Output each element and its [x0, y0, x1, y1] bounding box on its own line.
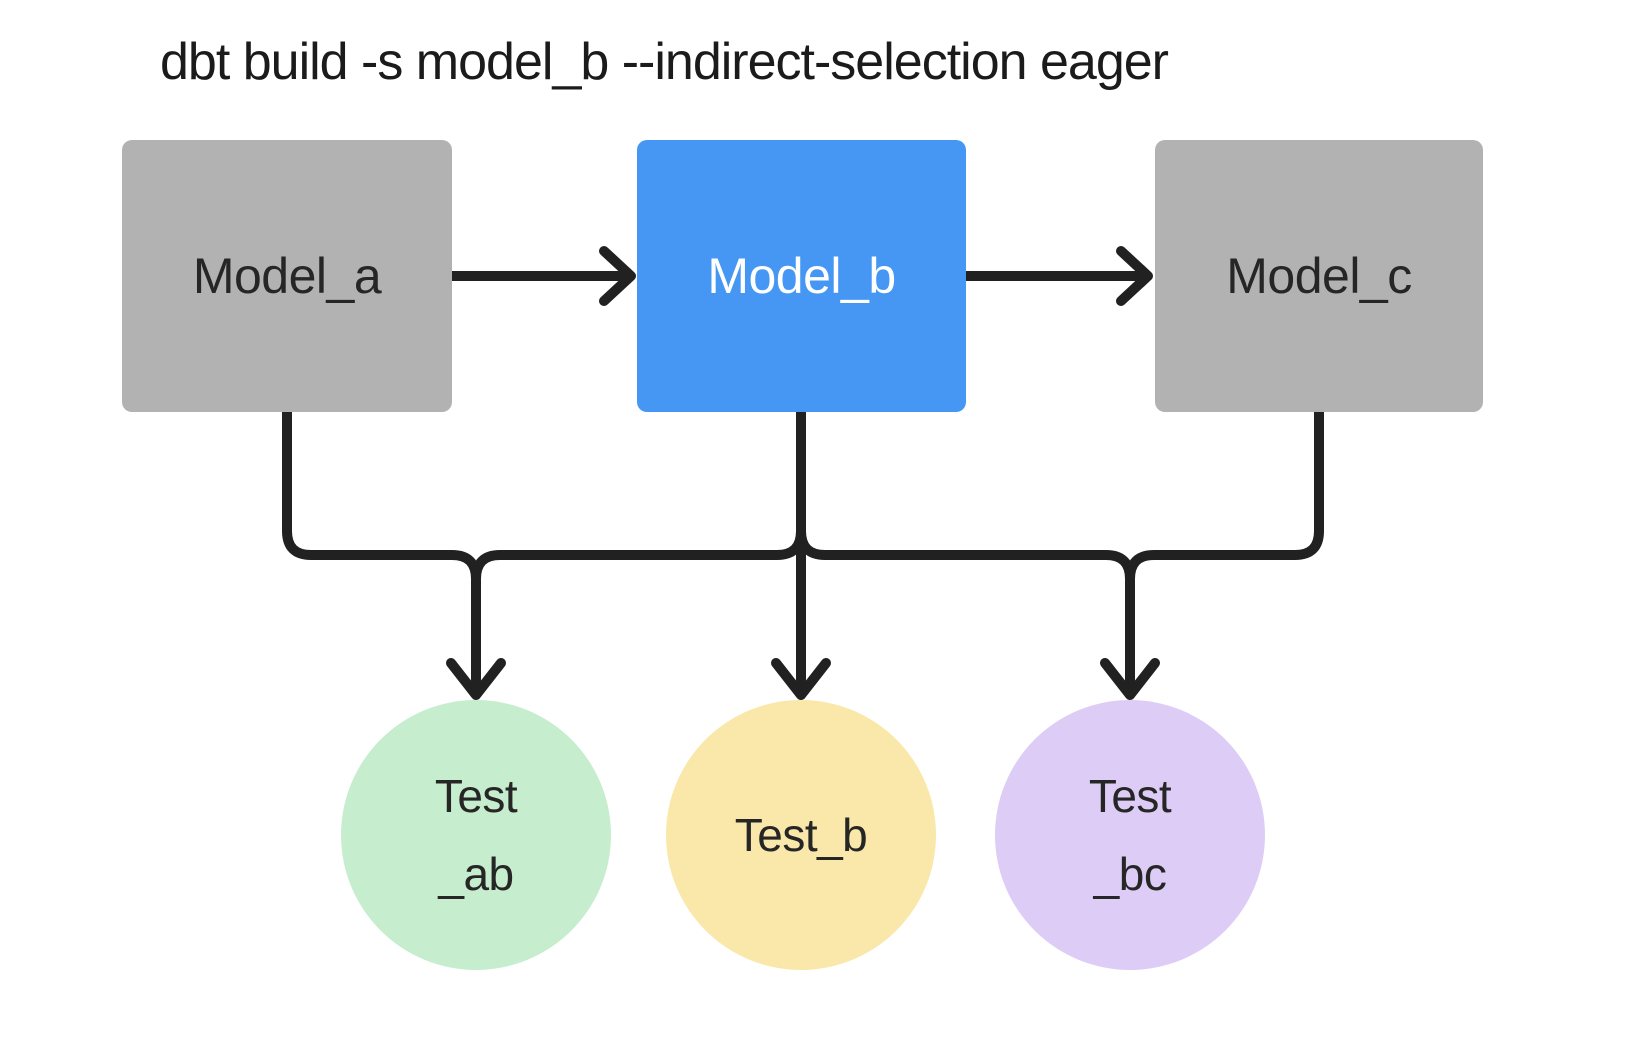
node-test-ab-label-line1: Test [434, 770, 518, 822]
node-test-bc-label-line1: Test [1088, 770, 1172, 822]
node-test-ab: Test _ab [341, 700, 611, 970]
edge-model-b-to-test-ab [471, 406, 806, 693]
node-test-ab-label-line2: _ab [438, 848, 514, 900]
node-model-a-label: Model_a [192, 248, 382, 304]
command-title: dbt build -s model_b --indirect-selectio… [160, 33, 1169, 91]
node-test-bc: Test _bc [995, 700, 1265, 970]
edge-model-a-to-test-ab [282, 406, 481, 693]
edge-model-b-to-test-bc [796, 406, 1135, 693]
arrowhead-test-ab-icon [446, 658, 506, 700]
node-test-b-label-line1: Test_b [734, 809, 868, 861]
node-test-b: Test_b [666, 700, 936, 970]
edge-model-c-to-test-bc [1125, 406, 1324, 693]
arrowhead-model-b-icon [599, 246, 636, 306]
node-test-bc-label-line2: _bc [1093, 848, 1167, 900]
node-model-c-label: Model_c [1226, 248, 1412, 304]
arrowhead-model-c-icon [1116, 246, 1153, 306]
node-model-b-selected: Model_b [637, 140, 966, 412]
arrowhead-test-bc-icon [1100, 658, 1160, 700]
node-model-a: Model_a [122, 140, 452, 412]
node-model-b-label: Model_b [707, 248, 896, 304]
arrowhead-test-b-icon [771, 658, 831, 700]
node-model-c: Model_c [1155, 140, 1483, 412]
